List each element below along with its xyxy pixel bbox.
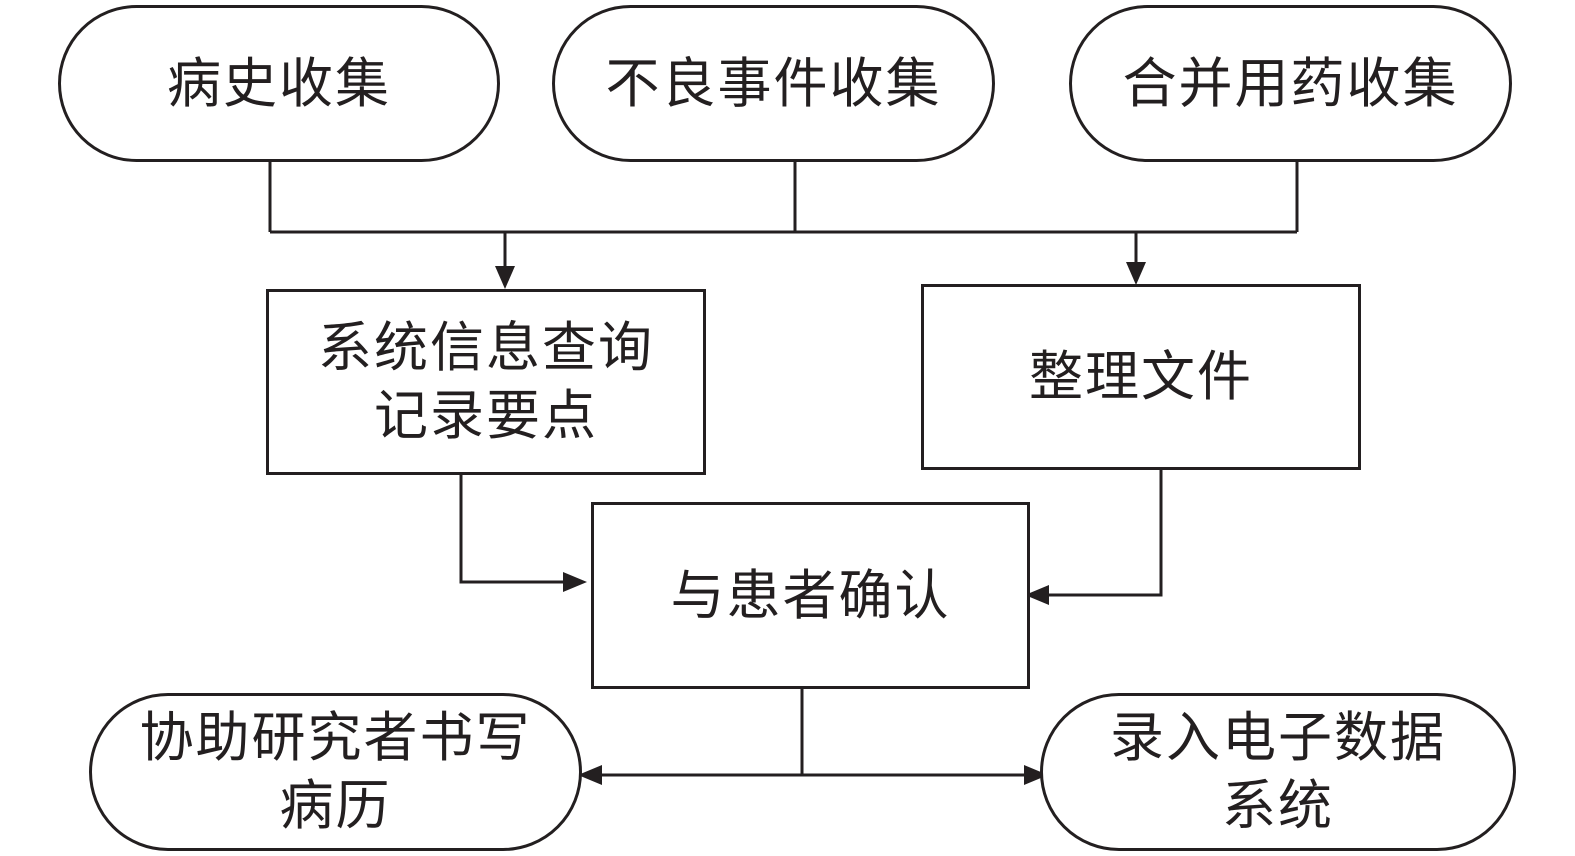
- patient-confirm-label: 与患者确认: [670, 563, 951, 627]
- patient-confirm-node: 与患者确认: [591, 502, 1030, 689]
- adverse-event-collection-label: 不良事件收集: [605, 51, 942, 115]
- arrow-query-to-confirm: [459, 474, 575, 584]
- arrow-organize-to-confirm: [1035, 469, 1163, 597]
- electronic-data-entry-node: 录入电子数据 系统: [1040, 693, 1516, 851]
- assist-medical-record-node: 协助研究者书写 病历: [89, 693, 582, 851]
- organize-files-label: 整理文件: [1029, 345, 1253, 408]
- organize-files-node: 整理文件: [921, 284, 1361, 470]
- adverse-event-collection-node: 不良事件收集: [552, 5, 995, 162]
- system-query-line2: 记录要点: [374, 384, 598, 447]
- system-query-line1: 系统信息查询: [318, 316, 654, 379]
- arrowhead-organize: [1126, 262, 1146, 285]
- arrowhead-query: [495, 266, 515, 289]
- arrowhead-confirm-left: [563, 572, 587, 592]
- assist-medical-record-line1: 协助研究者书写: [139, 706, 532, 769]
- arrowhead-assist: [578, 765, 602, 785]
- electronic-data-entry-line1: 录入电子数据: [1110, 706, 1446, 769]
- concomitant-medication-node: 合并用药收集: [1069, 5, 1512, 162]
- concomitant-medication-label: 合并用药收集: [1122, 51, 1459, 115]
- history-collection-label: 病史收集: [167, 51, 391, 115]
- arrowhead-entry: [1024, 765, 1048, 785]
- assist-medical-record-line2: 病历: [279, 774, 392, 837]
- history-collection-node: 病史收集: [58, 5, 500, 162]
- electronic-data-entry-line2: 系统: [1222, 774, 1334, 837]
- system-query-node: 系统信息查询 记录要点: [266, 289, 706, 475]
- arrowhead-confirm-right: [1025, 585, 1049, 605]
